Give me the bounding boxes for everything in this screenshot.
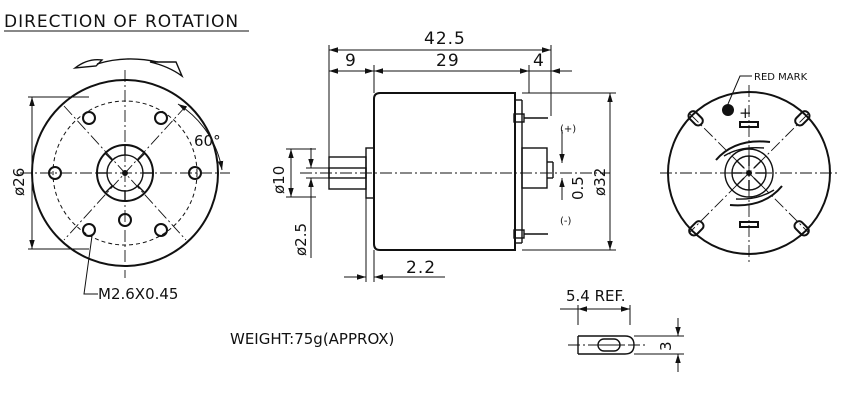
terminal-ref-label: 5.4 REF. [566,287,626,305]
front-view: ø26 60° M2.6X0.45 [10,58,230,303]
dim-terminal-offset-label: 4 [533,51,545,71]
rear-hub-spokes [732,156,766,190]
dim-overall-length-label: 42.5 [424,29,466,49]
thread-label: M2.6X0.45 [98,285,178,303]
red-mark-label: RED MARK [754,72,808,83]
rear-slot [687,110,704,127]
dim-flange-label: 2.2 [406,258,436,278]
dim-angle-60-label: 60° [194,132,221,150]
rotation-title: DIRECTION OF ROTATION [4,12,239,32]
dim-terminal-thickness-label: 0.5 [569,176,587,200]
rear-slot [794,110,811,127]
rotation-arrow-right-icon [149,61,184,79]
dim-bore-diameter-label: ø2.5 [292,223,310,256]
rotation-arc [96,58,159,65]
dim-angle-60 [177,103,224,171]
rear-slot [688,220,705,237]
rear-brush-arc-top [715,140,771,161]
rear-brush-arc-bottom-inner [735,189,775,200]
front-mounting-holes [48,111,202,237]
rotation-arrow-left-icon [72,58,104,69]
mount-hole [82,111,96,125]
mount-hole [82,223,96,237]
rear-slot [793,220,810,237]
terminal-minus-label: (-) [560,216,572,227]
mount-hole [48,166,62,180]
red-mark-leader [727,75,752,105]
side-view: (+) (-) 42.5 9 29 4 ø10 ø2.5 [270,29,616,282]
thread-leader [83,235,98,295]
side-rear-boss [521,147,548,189]
vent-hole [118,213,132,227]
mount-hole [154,223,168,237]
dim-diameter-26-label: ø26 [10,168,28,196]
rear-brush-arc-top-inner [723,146,765,157]
dim-shaft-diameter-label: ø10 [270,166,288,194]
weight-label: WEIGHT:75g(APPROX) [230,330,394,348]
title-block: DIRECTION OF ROTATION [4,12,249,32]
rear-center-line-d2 [689,113,809,233]
dim-shaft-length-label: 9 [345,51,357,71]
dim-terminal-width-label: 3 [657,341,675,351]
terminal-plus-label: (+) [560,124,576,135]
rear-terminal-slot-top [739,121,759,128]
dim-body-diameter-label: ø32 [591,168,609,196]
side-body [373,92,516,251]
rear-brush-arc-bottom [729,185,783,207]
mount-hole [154,111,168,125]
dim-body-length-label: 29 [436,51,460,71]
rear-view: + RED MARK [660,72,840,262]
front-center-line-d2 [63,105,187,241]
rear-terminal-slot-bottom [739,221,759,228]
rear-plus-sign: + [739,104,752,122]
rear-corner-slots [687,110,811,237]
red-mark-icon [722,104,734,116]
terminal-detail: 5.4 REF. 3 [560,287,684,372]
